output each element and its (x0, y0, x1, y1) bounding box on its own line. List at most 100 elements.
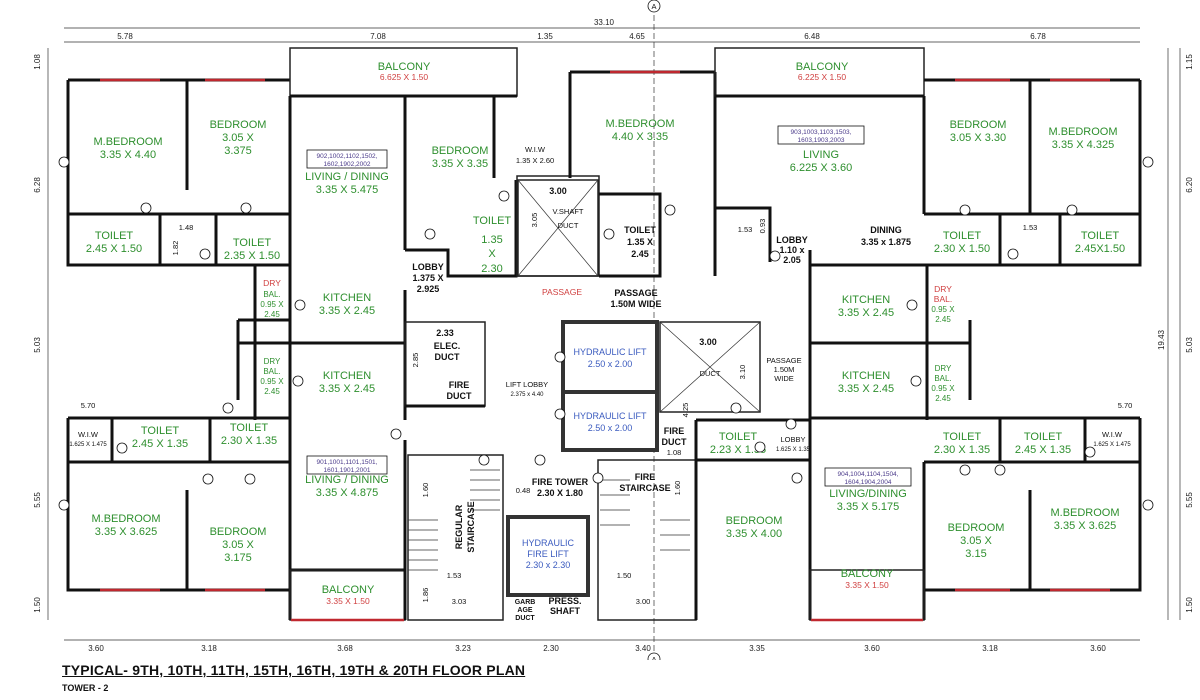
right-dim-3: 5.55 (1185, 492, 1194, 508)
living-br-dim: 3.35 X 5.175 (837, 501, 899, 513)
dim-153-b: 1.53 (447, 571, 462, 580)
mbed-tr-label: M.BEDROOM (1048, 126, 1117, 138)
toilet-tc2-label: TOILET (624, 225, 656, 235)
hyd-lift-1-dim: 2.50 x 2.00 (588, 359, 633, 369)
toilet-tl2-label: TOILET (233, 237, 272, 249)
dim-233: 2.33 (436, 328, 454, 338)
garbage-3: DUCT (515, 615, 535, 622)
hyd-lift-2-dim: 2.50 x 2.00 (588, 423, 633, 433)
balcony-bl-dim: 3.35 X 1.50 (326, 596, 370, 606)
wiw-tl-dim: 1.35 X 2.60 (516, 156, 554, 165)
drybal-l1-1: DRY (263, 278, 281, 288)
drybal-r2-4: 2.45 (935, 394, 951, 403)
fire-staircase-2: STAIRCASE (619, 483, 670, 493)
regular-staircase-2: STAIRCASE (466, 501, 476, 552)
drybal-r1-1: DRY (934, 284, 952, 294)
bottom-dim-8: 3.18 (982, 644, 998, 653)
drybal-l2-1: DRY (264, 357, 281, 366)
toilet-br2-dim: 2.45 X 1.35 (1015, 444, 1071, 456)
lobby-tl-label: LOBBY (412, 262, 444, 272)
hyd-fire-lift-2: FIRE LIFT (527, 549, 569, 559)
top-dim-0: 5.78 (117, 32, 133, 41)
fire-tower-label: FIRE TOWER (532, 477, 589, 487)
drybal-r2-3: 0.95 X (931, 384, 955, 393)
kitchen-l1-label: KITCHEN (323, 292, 371, 304)
hyd-fire-lift-3: 2.30 x 2.30 (526, 560, 571, 570)
dim-093: 0.93 (758, 219, 767, 234)
toilet-bl2-dim: 2.30 X 1.35 (221, 435, 277, 447)
living-tr-dim: 6.225 X 3.60 (790, 162, 852, 174)
kitchen-r2-label: KITCHEN (842, 370, 890, 382)
unit-tag-tr-line2: 1603,1903,2003 (798, 137, 845, 144)
kitchen-r1-dim: 3.35 X 2.45 (838, 307, 894, 319)
grid-marker-bottom-label: A (651, 655, 656, 660)
dim-048: 0.48 (516, 486, 531, 495)
wiw-br-label: W.I.W (1102, 430, 1123, 439)
top-dim-1: 7.08 (370, 32, 386, 41)
lobby-bc-dim: 1.625 X 1.35 (776, 447, 811, 453)
left-dim-1: 6.28 (33, 177, 42, 193)
bed-tl2-dim: 3.35 X 3.35 (432, 158, 488, 170)
dim-310: 3.10 (738, 365, 747, 380)
fire-staircase-1: FIRE (635, 472, 656, 482)
living-br-label: LIVING/DINING (829, 488, 907, 500)
kitchen-l2-label: KITCHEN (323, 370, 371, 382)
bottom-dim-7: 3.60 (864, 644, 880, 653)
bottom-dim-5: 3.40 (635, 644, 651, 653)
dim-285: 2.85 (411, 353, 420, 368)
toilet-br1-dim: 2.30 X 1.35 (934, 444, 990, 456)
mbed-bl-dim: 3.35 X 3.625 (95, 526, 157, 538)
bottom-dim-6: 3.35 (749, 644, 765, 653)
grid-marker-bottom: A (647, 652, 661, 660)
lobby-tl-dim2: 2.925 (417, 284, 440, 294)
dim-300-top: 3.00 (549, 186, 567, 196)
dim-570-l: 5.70 (81, 401, 96, 410)
mbed-tc-label: M.BEDROOM (605, 118, 674, 130)
bed-tl-dim1: 3.05 X (222, 132, 254, 144)
press-shaft-1: PRESS. (548, 596, 581, 606)
unit-tag-bl-line1: 901,1001,1101,1501, (317, 459, 378, 466)
staircase-treads (408, 469, 690, 571)
passage-r-3: WIDE (774, 374, 794, 383)
bed-tr-dim: 3.05 X 3.30 (950, 132, 1006, 144)
bed-tl2-label: BEDROOM (432, 145, 489, 157)
kitchen-r1-label: KITCHEN (842, 294, 890, 306)
mbed-tl-dim: 3.35 X 4.40 (100, 149, 156, 161)
top-dim-4: 6.48 (804, 32, 820, 41)
balcony-br-label: BALCONY (841, 568, 894, 580)
fire-duct-l-1: FIRE (449, 380, 470, 390)
drybal-r1-4: 2.45 (935, 315, 951, 324)
elec-duct-2: DUCT (435, 352, 460, 362)
kitchen-l2-dim: 3.35 X 2.45 (319, 383, 375, 395)
top-dim-5: 6.78 (1030, 32, 1046, 41)
floor-plan-drawing: A A 33.10 19.43 5.78 7.08 1.35 4.65 6.48… (33, 0, 1194, 660)
bottom-dim-1: 3.18 (201, 644, 217, 653)
bed-bc-label: BEDROOM (726, 515, 783, 527)
mbed-tr-dim: 3.35 X 4.325 (1052, 139, 1114, 151)
dim-303: 3.03 (452, 597, 467, 606)
kitchen-r2-dim: 3.35 X 2.45 (838, 383, 894, 395)
balcony-bl-label: BALCONY (322, 584, 375, 596)
dim-186: 1.86 (421, 588, 430, 603)
dim-153-r: 1.53 (1023, 223, 1038, 232)
living-tl-dim: 3.35 X 5.475 (316, 184, 378, 196)
balcony-br-dim: 3.35 X 1.50 (845, 580, 889, 590)
toilet-tl2-dim: 2.35 X 1.50 (224, 250, 280, 262)
bed-tr-label: BEDROOM (950, 119, 1007, 131)
bottom-dim-0: 3.60 (88, 644, 104, 653)
mbed-bl-label: M.BEDROOM (91, 513, 160, 525)
toilet-tc1-label: TOILET (473, 215, 512, 227)
bottom-dim-3: 3.23 (455, 644, 471, 653)
mbed-tc-dim: 4.40 X 3.35 (612, 131, 668, 143)
duct-c-label: DUCT (700, 369, 721, 378)
bed-bl-label: BEDROOM (210, 526, 267, 538)
unit-tag-tl-line1: 902,1002,1102,1502, (317, 153, 378, 160)
toilet-bl1-dim: 2.45 X 1.35 (132, 438, 188, 450)
toilet-br2-label: TOILET (1024, 431, 1063, 443)
bottom-dim-4: 2.30 (543, 644, 559, 653)
dim-148: 1.48 (179, 223, 194, 232)
dim-160-l: 1.60 (421, 483, 430, 498)
right-dim-0: 1.15 (1185, 54, 1194, 70)
unit-tag-tr-line1: 903,1003,1103,1503, (791, 129, 852, 136)
drybal-r2-2: BAL. (934, 374, 951, 383)
